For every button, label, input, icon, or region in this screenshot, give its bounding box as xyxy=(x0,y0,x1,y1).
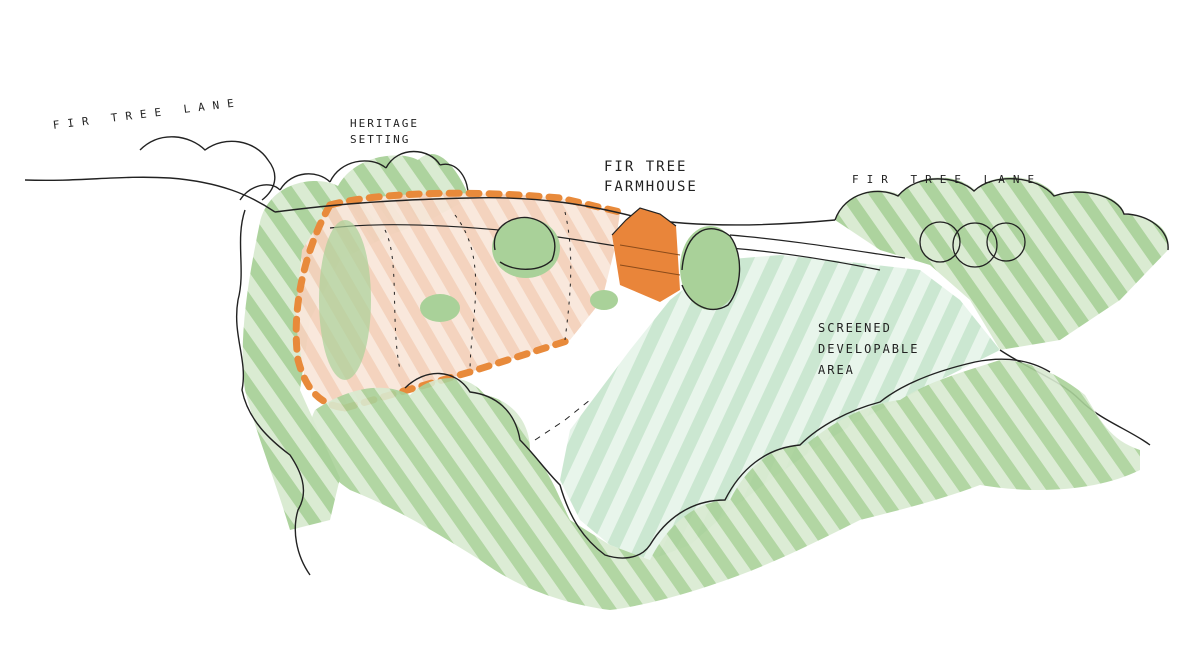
farmhouse-tree xyxy=(680,226,741,310)
developable-area-label: SCREENED DEVELOPABLE AREA xyxy=(818,321,920,377)
heritage-trees xyxy=(319,216,618,380)
lower-tree-belt xyxy=(309,358,1140,610)
fir-tree-lane-label-right: FIR TREE LANE xyxy=(852,173,1043,186)
farmhouse-building xyxy=(611,207,681,302)
screened-developable-area xyxy=(560,255,1000,560)
heritage-setting-label: HERITAGE SETTING xyxy=(350,117,419,146)
farmhouse-label: FIR TREE FARMHOUSE xyxy=(604,159,698,196)
left-tree-belt xyxy=(235,150,470,576)
